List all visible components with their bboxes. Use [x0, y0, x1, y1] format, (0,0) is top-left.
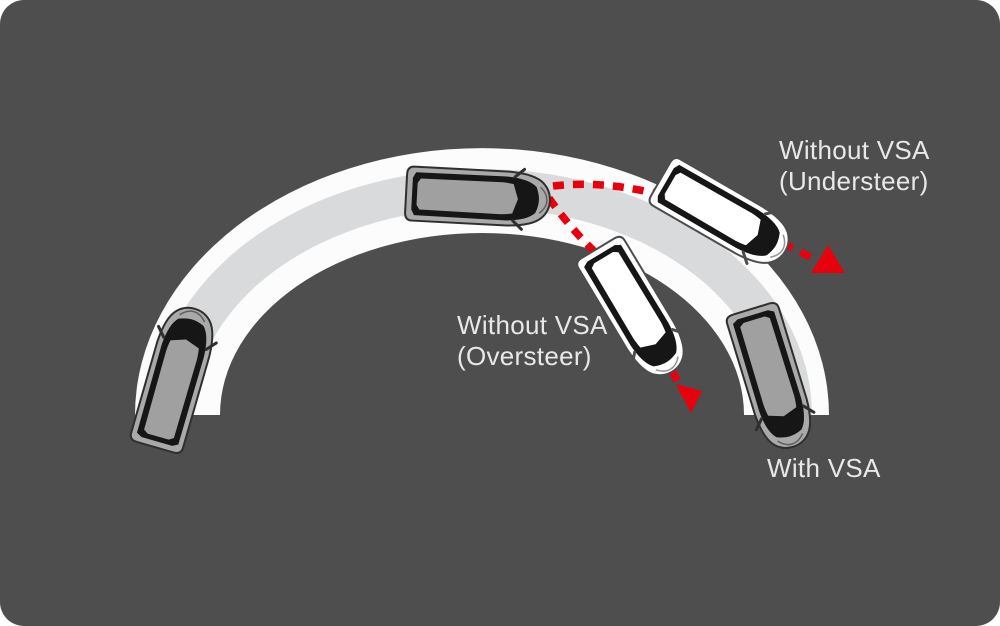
label-without-vsa-oversteer: Without VSA (Oversteer) — [457, 310, 608, 372]
label-with-vsa: With VSA — [767, 453, 881, 484]
trail-understeer — [552, 180, 818, 264]
trail-oversteer-entry — [545, 195, 598, 255]
road-center-stripe — [152, 169, 812, 415]
label-line: Without VSA — [779, 135, 930, 165]
arrowhead-understeer-icon — [811, 245, 845, 273]
label-without-vsa-understeer: Without VSA (Understeer) — [779, 135, 930, 197]
label-line: Without VSA — [457, 310, 608, 340]
arrowhead-oversteer-icon — [676, 384, 702, 413]
label-line: (Oversteer) — [457, 341, 592, 371]
label-line: With VSA — [767, 453, 881, 483]
label-line: (Understeer) — [779, 166, 929, 196]
